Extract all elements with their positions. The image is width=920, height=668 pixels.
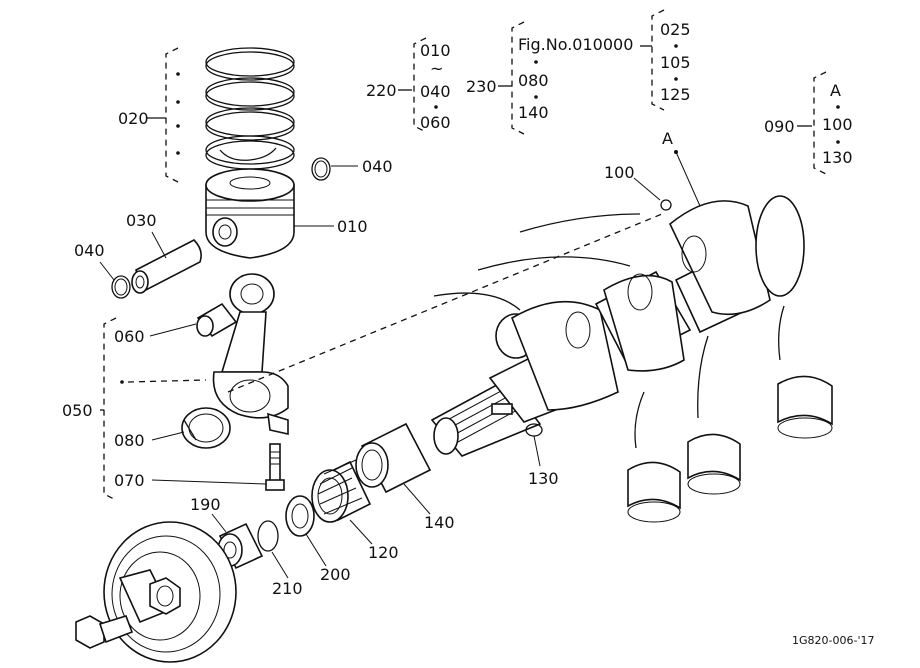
crank-pulley: [103, 521, 237, 663]
crank-gear: [311, 459, 372, 523]
legend-220-tilde: ~: [430, 59, 443, 78]
legend-090: 090 A 100 130: [764, 71, 853, 175]
rod-bolt: [265, 443, 285, 491]
legend-230-right-1: 025: [660, 20, 691, 39]
collar-200: [285, 495, 315, 537]
legend-090-item-1: A: [830, 81, 841, 100]
legend-220-item-1: 010: [420, 41, 451, 60]
label-190: 190: [190, 495, 221, 514]
assembly-axis-line: [227, 213, 663, 393]
legend-230-code: 230: [466, 77, 497, 96]
label-130: 130: [528, 469, 559, 488]
label-010: 010: [337, 217, 368, 236]
circlip-lower: [111, 275, 131, 299]
label-020: 020: [118, 109, 149, 128]
label-140: 140: [424, 513, 455, 532]
legend-230-right-2: 105: [660, 53, 691, 72]
label-210: 210: [272, 579, 303, 598]
main-bearing-3: [777, 375, 833, 439]
group-050-rod-bracket: 050: [62, 317, 207, 501]
drawing-id: 1G820-006-'17: [792, 634, 874, 647]
piston: [205, 168, 295, 259]
pulley-bolt: [75, 615, 134, 649]
legend-220-item-3: 060: [420, 113, 451, 132]
label-200: 200: [320, 565, 351, 584]
label-120: 120: [368, 543, 399, 562]
legend-220: 220 010 ~ 040 060: [366, 37, 451, 133]
legend-230-right-3: 125: [660, 85, 691, 104]
small-end-bushing: [196, 302, 238, 338]
assembly-arrows: [433, 213, 785, 449]
legend-230-item-1: 080: [518, 71, 549, 90]
group-020-rings-bracket: 020: [118, 47, 180, 183]
legend-230-item-2: 140: [518, 103, 549, 122]
piston-pin: [131, 239, 202, 294]
label-040-lower: 040: [74, 241, 105, 260]
label-040-upper: 040: [362, 157, 393, 176]
collar-190: [217, 522, 264, 570]
legend-220-item-2: 040: [420, 82, 451, 101]
legend-090-item-3: 130: [822, 148, 853, 167]
label-070: 070: [114, 471, 145, 490]
legend-090-code: 090: [764, 117, 795, 136]
label-060: 060: [114, 327, 145, 346]
circlip-upper: [311, 157, 331, 181]
plug-100: [660, 199, 672, 211]
label-ref-a: A: [662, 129, 673, 148]
connecting-rod: [212, 273, 289, 435]
label-030: 030: [126, 211, 157, 230]
label-100: 100: [604, 163, 635, 182]
legend-220-code: 220: [366, 81, 397, 100]
main-bearing-2: [687, 433, 741, 495]
legend-090-item-2: 100: [822, 115, 853, 134]
piston-ring-set: [205, 47, 295, 170]
crankshaft: [430, 195, 805, 457]
legend-230-fig-no: Fig.No.010000: [518, 35, 633, 54]
crank-bushing-140: [355, 422, 432, 494]
legend-230: 230 Fig.No.010000 080 140 025 105 125: [466, 9, 691, 135]
big-end-bearing: [181, 407, 231, 449]
main-bearing-1: [627, 461, 681, 523]
label-050: 050: [62, 401, 93, 420]
label-080: 080: [114, 431, 145, 450]
o-ring-210: [257, 520, 279, 552]
